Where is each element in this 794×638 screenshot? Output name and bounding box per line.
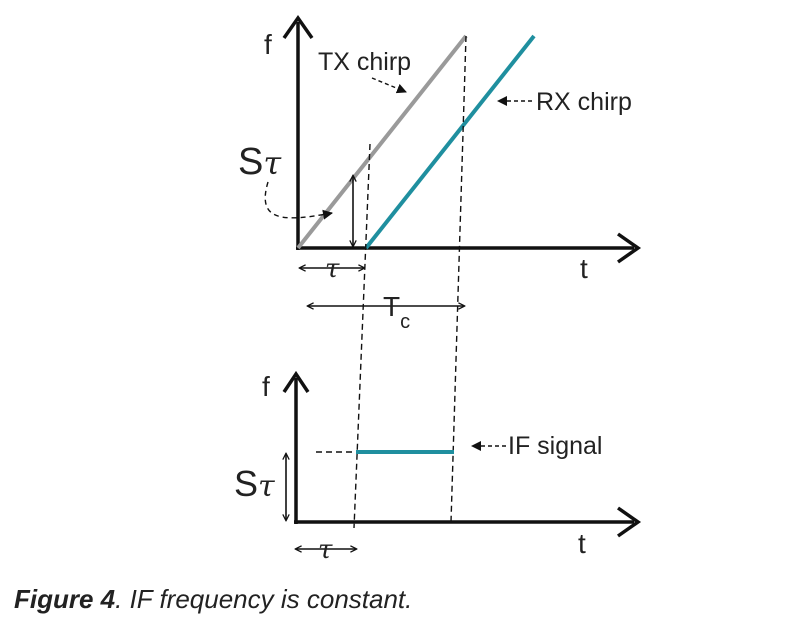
tau-dashed-line xyxy=(353,143,371,529)
caption-text: . IF frequency is constant. xyxy=(115,584,413,614)
rx-chirp-label: RX chirp xyxy=(536,88,632,116)
top-s-tau-label: Sτ xyxy=(238,141,282,183)
top-x-label: t xyxy=(580,253,588,284)
tx-chirp-label: TX chirp xyxy=(318,48,411,76)
tx-pointer xyxy=(371,77,407,94)
bottom-x-arrowhead xyxy=(616,506,642,538)
top-plot: f t TX chirp RX chirp Sτ τ Tc xyxy=(238,14,642,529)
figure-number: Figure 4 xyxy=(14,584,116,614)
top-y-label: f xyxy=(264,29,272,60)
top-x-arrowhead xyxy=(616,232,642,264)
s-tau-curved-pointer xyxy=(264,181,333,220)
tc-label: Tc xyxy=(383,291,410,333)
bottom-tau-label: τ xyxy=(318,535,333,565)
bottom-plot: f t IF signal Sτ τ xyxy=(234,370,642,565)
figure-caption: Figure 4. IF frequency is constant. xyxy=(14,584,412,615)
top-tau-label: τ xyxy=(325,254,340,284)
bottom-s-tau-label: Sτ xyxy=(234,463,275,504)
bottom-y-label: f xyxy=(262,371,270,402)
bottom-x-label: t xyxy=(578,528,586,559)
chirp-diagram: f t TX chirp RX chirp Sτ τ Tc xyxy=(234,14,642,565)
if-signal-label: IF signal xyxy=(508,432,602,460)
tc-dashed-line xyxy=(450,35,467,523)
rx-chirp-line xyxy=(364,34,536,250)
bottom-y-arrowhead xyxy=(282,370,310,393)
top-y-arrowhead xyxy=(282,14,314,40)
